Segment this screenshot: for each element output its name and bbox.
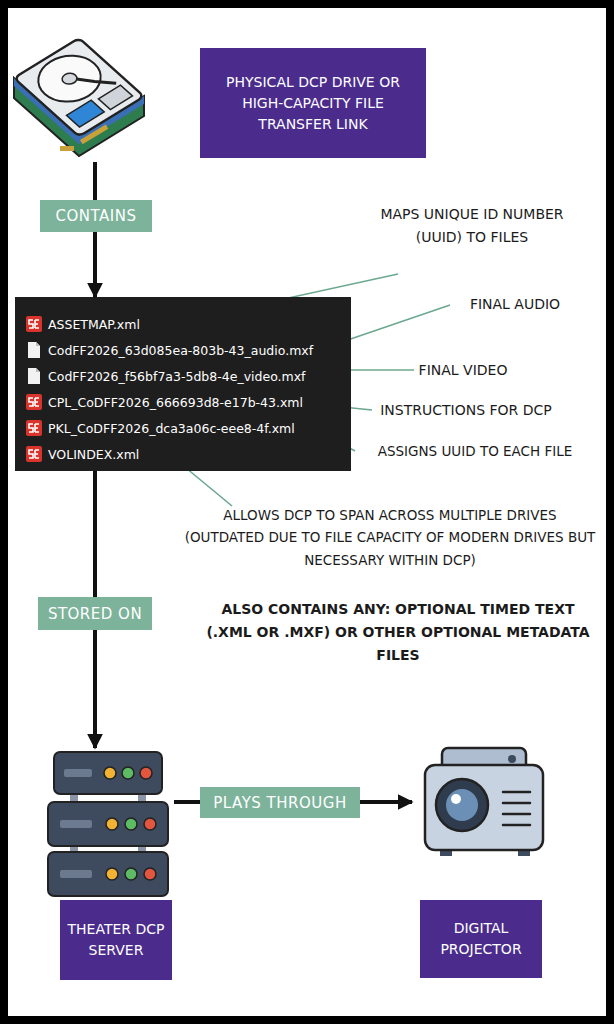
device-node: THEATER DCP SERVER <box>38 748 174 980</box>
xml-icon-mark <box>29 398 39 406</box>
callout-label: ALLOWS DCP TO SPAN ACROSS MULTIPLE DRIVE… <box>183 504 597 571</box>
projector-lens <box>436 779 488 831</box>
xml-icon-mark <box>29 450 39 458</box>
device-node: PHYSICAL DCP DRIVE OR HIGH-CAPACITY FILE… <box>12 10 432 162</box>
status-light <box>106 818 118 830</box>
projector-illustration <box>425 748 543 856</box>
status-light <box>122 767 134 779</box>
vent <box>503 791 530 794</box>
lens-highlight <box>451 794 461 804</box>
file-name: CPL_CoDFF2026_666693d8-e17b-43.xml <box>48 395 303 410</box>
vent <box>503 824 530 827</box>
drive-top <box>14 38 144 137</box>
file-row: CodFF2026_f56bf7a3-5db8-4e_video.mxf <box>15 363 351 389</box>
document-fold <box>36 342 40 346</box>
file-row: CPL_CoDFF2026_666693d8-e17b-43.xml <box>15 389 351 415</box>
xml-icon-mark <box>29 320 39 328</box>
hard-drive-illustration <box>14 38 144 156</box>
drive-pin <box>60 146 74 151</box>
xml-icon <box>26 446 42 462</box>
status-light <box>140 767 152 779</box>
drive-label <box>67 100 105 127</box>
file-row: ASSETMAP.xml <box>15 311 351 337</box>
server-unit <box>54 752 162 794</box>
server-illustration <box>48 752 168 896</box>
file-icon <box>26 367 42 385</box>
leader-line <box>336 305 450 344</box>
node-title: THEATER DCP SERVER <box>60 900 172 980</box>
file-icon <box>26 445 42 463</box>
server-slot <box>60 870 92 878</box>
file-name: CodFF2026_f56bf7a3-5db8-4e_video.mxf <box>48 369 306 384</box>
file-row: CodFF2026_63d085ea-803b-43_audio.mxf <box>15 337 351 363</box>
note: ALSO CONTAINS ANY: OPTIONAL TIMED TEXT (… <box>205 598 591 667</box>
xml-icon <box>26 394 42 410</box>
drive-plate <box>98 85 132 109</box>
drive-cover <box>14 38 144 137</box>
projector-body <box>425 765 543 850</box>
projector-vents <box>503 792 530 825</box>
file-row: VOLINDEX.xml <box>15 441 351 467</box>
status-light <box>106 868 118 880</box>
file-row: PKL_CoDFF2026_dca3a06c-eee8-4f.xml <box>15 415 351 441</box>
status-light <box>125 868 137 880</box>
vent <box>503 813 530 816</box>
file-name: CodFF2026_63d085ea-803b-43_audio.mxf <box>48 343 313 358</box>
edge-label: CONTAINS <box>40 200 152 232</box>
document-icon <box>28 342 40 358</box>
server-slot <box>60 820 92 828</box>
callout-label: ASSIGNS UUID TO EACH FILE <box>355 440 595 462</box>
edge-label: PLAYS THROUGH <box>200 787 360 818</box>
file-list-box: ASSETMAP.xmlCodFF2026_63d085ea-803b-43_a… <box>15 297 351 471</box>
vent <box>503 802 530 805</box>
status-light <box>125 818 137 830</box>
xml-icon <box>26 420 42 436</box>
status-light <box>144 818 156 830</box>
file-icon <box>26 419 42 437</box>
document-icon <box>28 368 40 384</box>
document-fold <box>36 368 40 372</box>
xml-icon <box>26 316 42 332</box>
file-name: VOLINDEX.xml <box>48 447 139 462</box>
projector-knob <box>508 755 516 763</box>
server-slot <box>64 769 92 777</box>
callout-label: FINAL VIDEO <box>403 359 523 382</box>
callout-label: MAPS UNIQUE ID NUMBER (UUID) TO FILES <box>376 203 568 249</box>
file-name: ASSETMAP.xml <box>48 317 140 332</box>
callout-label: FINAL AUDIO <box>450 293 580 316</box>
file-icon <box>26 393 42 411</box>
canvas <box>8 8 606 1016</box>
node-title: DIGITAL PROJECTOR <box>420 900 542 978</box>
status-light <box>144 868 156 880</box>
xml-icon-mark <box>29 424 39 432</box>
file-name: PKL_CoDFF2026_dca3a06c-eee8-4f.xml <box>48 421 295 436</box>
callout-label: INSTRUCTIONS FOR DCP <box>366 399 566 422</box>
edge-label: STORED ON <box>38 597 152 630</box>
file-icon <box>26 315 42 333</box>
status-light <box>104 767 116 779</box>
file-icon <box>26 341 42 359</box>
server-unit <box>48 802 168 846</box>
node-title: PHYSICAL DCP DRIVE OR HIGH-CAPACITY FILE… <box>200 48 426 158</box>
server-unit <box>48 852 168 896</box>
device-node: DIGITAL PROJECTOR <box>412 735 547 980</box>
projector-lens-glass <box>446 789 478 821</box>
